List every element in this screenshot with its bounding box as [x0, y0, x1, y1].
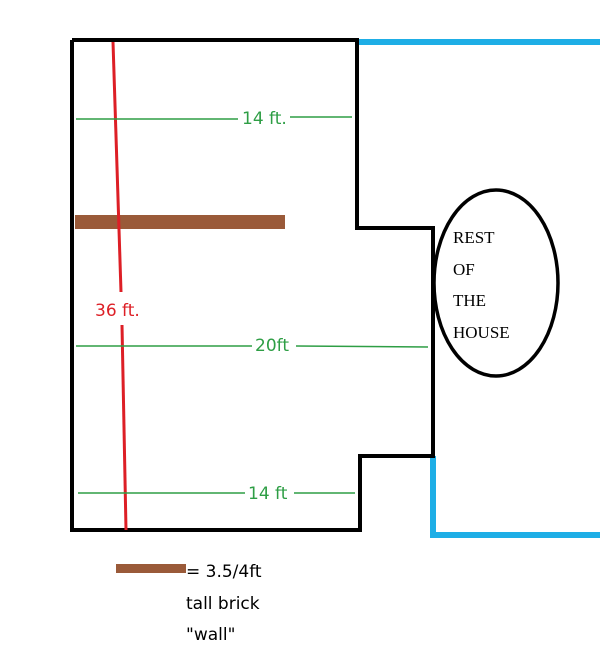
rest-of-house-line-1: REST	[453, 228, 495, 247]
rest-of-house-oval	[432, 188, 560, 378]
legend-line-2: tall brick	[186, 594, 260, 614]
existing-wall-bottom	[430, 456, 600, 538]
middle-width-line-right	[295, 345, 429, 348]
rest-of-house-line-2: OF	[453, 260, 475, 279]
length-line-upper	[111, 41, 123, 293]
middle-width-label: 20ft	[255, 336, 289, 356]
bottom-width-label: 14 ft	[248, 484, 288, 504]
length-label: 36 ft.	[95, 301, 140, 321]
top-width-label: 14 ft.	[242, 109, 287, 129]
legend-line-3: "wall"	[186, 625, 235, 645]
rest-of-house-line-3: THE	[453, 291, 486, 310]
length-line-lower	[120, 324, 128, 531]
legend-line-1: = 3.5/4ft	[186, 562, 262, 582]
brick-wall	[75, 215, 285, 229]
room-outline	[70, 38, 435, 532]
rest-of-house-line-4: HOUSE	[453, 323, 510, 342]
legend-brick-swatch	[116, 564, 186, 573]
